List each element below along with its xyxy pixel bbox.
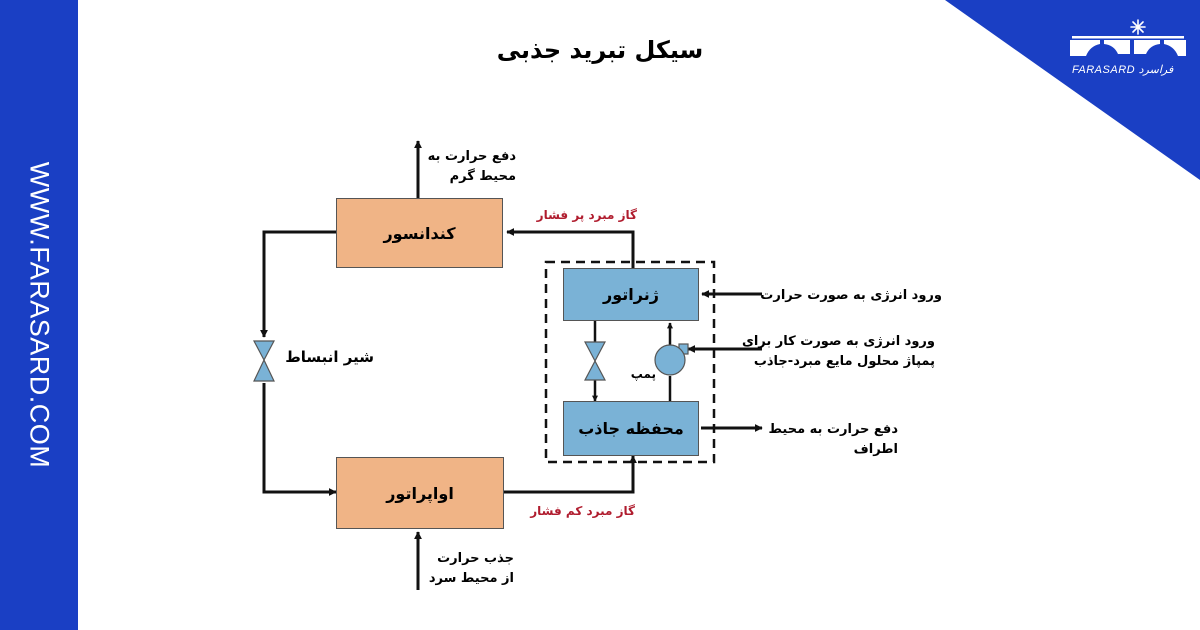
farasard-logo-icon — [1070, 19, 1186, 56]
logo-wordmark: FARASARD فراسرد — [1072, 64, 1174, 76]
pump-icon — [654, 343, 689, 376]
evaporator-label: اواپراتور — [386, 483, 454, 503]
inner-valve-icon — [584, 341, 606, 381]
evaporator-box: اواپراتور — [336, 457, 504, 529]
heat-energy-input-label: ورود انرژی به صورت حرارت — [760, 288, 942, 303]
absorber-label: محفظه جاذب — [578, 419, 684, 438]
condenser-box: کندانسور — [336, 198, 503, 268]
work-input-label: ورود انرژی به صورت کار برای پمپاژ محلول … — [741, 334, 935, 369]
page-title: سیکل تبرید جذبی — [496, 36, 704, 64]
heat-absorb-label: جذب حرارت از محیط سرد — [428, 551, 514, 586]
heat-rejection-hot-label: دفع حرارت به محیط گرم — [427, 149, 516, 184]
low-pressure-gas-label: گاز مبرد کم فشار — [530, 504, 635, 518]
expansion-valve-icon — [253, 340, 275, 382]
high-pressure-gas-label: گاز مبرد پر فشار — [536, 208, 637, 222]
generator-label: ژنراتور — [603, 285, 659, 304]
condenser-to-valve-line — [260, 230, 336, 338]
pump-label: پمپ — [630, 367, 656, 381]
valve-to-evaporator-line — [262, 383, 337, 496]
low-pressure-line — [504, 455, 637, 494]
brand-sidebar: WWW.FARASARD.COM — [0, 0, 78, 630]
condenser-label: کندانسور — [383, 223, 456, 243]
absorber-box: محفظه جاذب — [563, 401, 699, 456]
high-pressure-line — [506, 228, 635, 268]
generator-box: ژنراتور — [563, 268, 699, 321]
heat-rejection-ambient-label: دفع حرارت به محیط اطراف — [768, 422, 898, 457]
expansion-valve-label: شیر انبساط — [285, 348, 374, 366]
